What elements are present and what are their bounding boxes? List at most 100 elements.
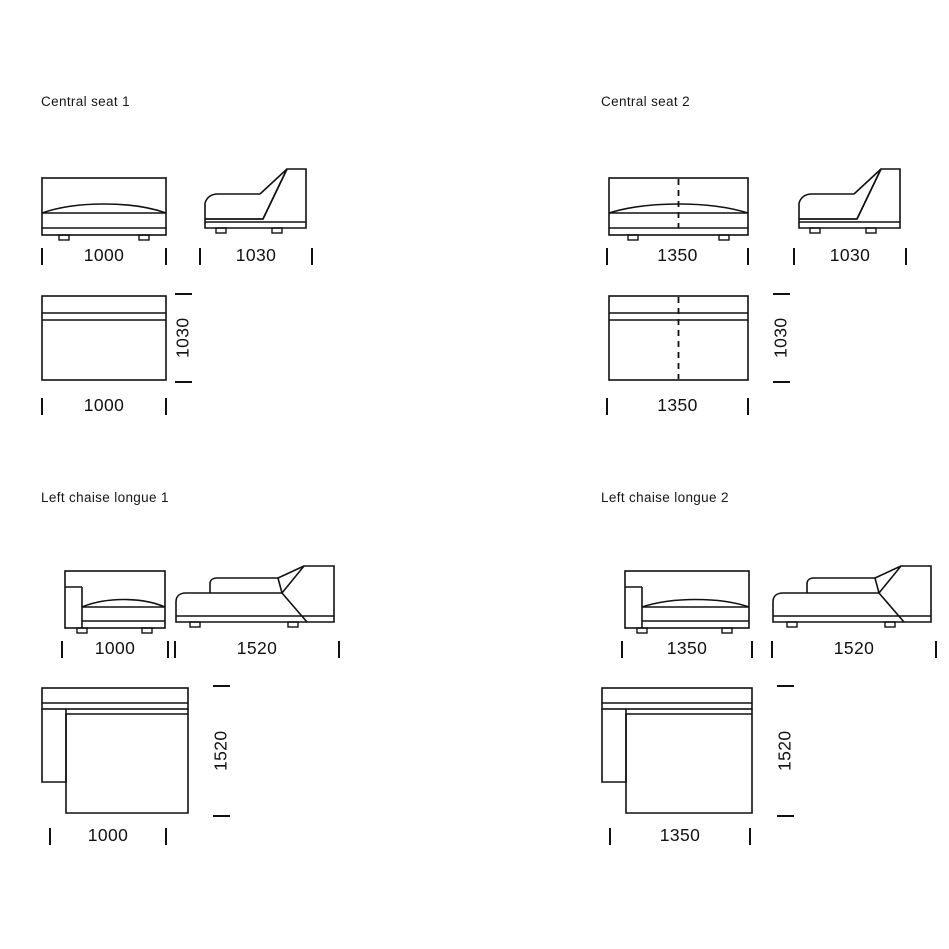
plan-width-dimension: 1350 [609,825,751,847]
side-view-drawing [175,565,335,628]
front-view-left-chaise-longue-2 [624,570,750,634]
dimension-tick-bottom [174,381,192,383]
module-title: Left chaise longue 1 [41,490,169,505]
module-central-seat-2: Central seat 2 [601,94,931,429]
plan-width-dimension: 1350 [606,395,749,417]
dimension-tick-top [772,293,790,295]
dimension-tick-left [61,640,63,658]
plan-view-left-chaise-longue-2 [601,687,756,815]
front-width-value: 1000 [83,245,125,266]
side-width-value: 1030 [829,245,871,266]
module-views: 1000 [41,109,371,429]
front-view-left-chaise-longue-1 [64,570,166,634]
dimension-tick-top [174,293,192,295]
side-view-central-seat-2 [796,166,904,241]
plan-depth-dimension: 1030 [171,293,195,383]
plan-view-drawing [41,687,189,814]
dimension-tick-bottom [212,815,230,817]
module-title: Central seat 2 [601,94,690,109]
module-title: Left chaise longue 2 [601,490,729,505]
plan-depth-dimension: 1520 [209,685,233,817]
side-view-left-chaise-longue-1 [174,563,340,635]
plan-view-drawing [608,295,749,381]
module-central-seat-1: Central seat 1 [41,94,371,429]
dimension-tick-right [165,827,167,845]
front-width-dimension: 1000 [61,638,169,660]
plan-width-value: 1000 [83,395,125,416]
dimension-tick-bottom [772,381,790,383]
front-view-central-seat-1 [41,177,167,241]
plan-depth-value: 1030 [172,317,193,359]
front-view-central-seat-2 [608,177,749,241]
side-width-dimension: 1030 [793,245,907,267]
dimension-tick-right [311,247,313,265]
front-view-drawing [624,570,750,634]
plan-depth-dimension: 1030 [769,293,793,383]
plan-depth-value: 1030 [770,317,791,359]
dimension-tick-right [905,247,907,265]
side-view-central-seat-1 [202,166,310,241]
dimension-tick-left [609,827,611,845]
front-width-dimension: 1350 [606,245,749,267]
dimension-tick-right [935,640,937,658]
front-width-dimension: 1350 [621,638,753,660]
plan-width-dimension: 1000 [41,395,167,417]
dimension-tick-right [167,640,169,658]
dimension-tick-left [49,827,51,845]
module-left-chaise-longue-2: Left chaise longue 2 [601,490,941,850]
front-width-value: 1350 [657,245,698,266]
dimension-tick-left [199,247,201,265]
module-left-chaise-longue-1: Left chaise longue 1 [41,490,371,850]
dimension-tick-left [606,247,608,265]
front-width-value: 1350 [666,638,708,659]
dimension-tick-left [621,640,623,658]
side-width-dimension: 1520 [771,638,937,660]
dimension-tick-left [793,247,795,265]
front-view-drawing [608,177,749,241]
dimension-tick-right [165,397,167,415]
plan-view-central-seat-2 [608,295,749,381]
plan-width-value: 1350 [659,825,701,846]
dimension-tick-right [749,827,751,845]
side-view-left-chaise-longue-2 [771,563,937,635]
plan-width-value: 1000 [87,825,129,846]
plan-view-drawing [601,687,753,814]
dimension-tick-bottom [776,815,794,817]
module-views: 1350 [601,505,941,850]
module-title: Central seat 1 [41,94,130,109]
dimension-tick-right [338,640,340,658]
dimension-tick-top [212,685,230,687]
side-view-drawing [204,168,307,234]
module-views: 1000 [41,505,371,850]
module-views: 1350 [601,109,931,429]
side-width-value: 1520 [833,638,875,659]
dimension-tick-left [606,397,608,415]
side-view-drawing [772,565,932,628]
side-width-dimension: 1520 [174,638,340,660]
side-view-drawing [798,168,901,234]
plan-width-dimension: 1000 [49,825,167,847]
side-width-dimension: 1030 [199,245,313,267]
dimension-tick-right [747,397,749,415]
plan-view-drawing [41,295,167,381]
dimension-tick-left [41,247,43,265]
plan-depth-value: 1520 [210,730,231,772]
plan-depth-dimension: 1520 [773,685,797,817]
front-width-value: 1000 [94,638,136,659]
dimension-tick-left [41,397,43,415]
dimension-tick-left [174,640,176,658]
side-width-value: 1520 [236,638,278,659]
dimension-tick-top [776,685,794,687]
dimension-tick-right [747,247,749,265]
dimension-tick-right [165,247,167,265]
plan-depth-value: 1520 [774,730,795,772]
front-width-dimension: 1000 [41,245,167,267]
side-width-value: 1030 [235,245,277,266]
dimension-tick-right [751,640,753,658]
front-view-drawing [64,570,166,634]
front-view-drawing [41,177,167,241]
plan-width-value: 1350 [657,395,698,416]
dimension-tick-left [771,640,773,658]
plan-view-left-chaise-longue-1 [41,687,191,815]
